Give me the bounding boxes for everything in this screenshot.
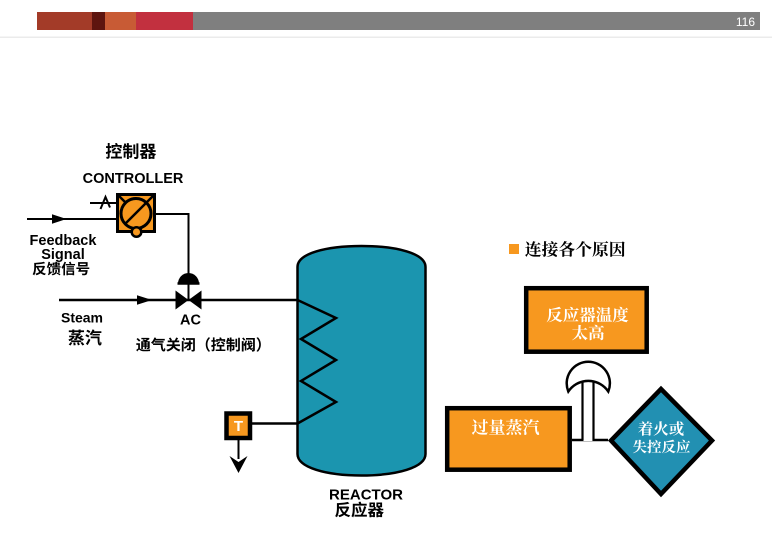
svg-text:Steam: Steam: [61, 310, 103, 326]
svg-text:REACTOR: REACTOR: [329, 487, 403, 504]
svg-text:116: 116: [736, 15, 755, 29]
svg-text:T: T: [234, 418, 243, 435]
svg-text:AC: AC: [180, 313, 201, 329]
svg-text:Signal: Signal: [41, 247, 85, 263]
svg-text:CONTROLLER: CONTROLLER: [83, 171, 184, 187]
svg-text:Feedback: Feedback: [30, 233, 98, 249]
